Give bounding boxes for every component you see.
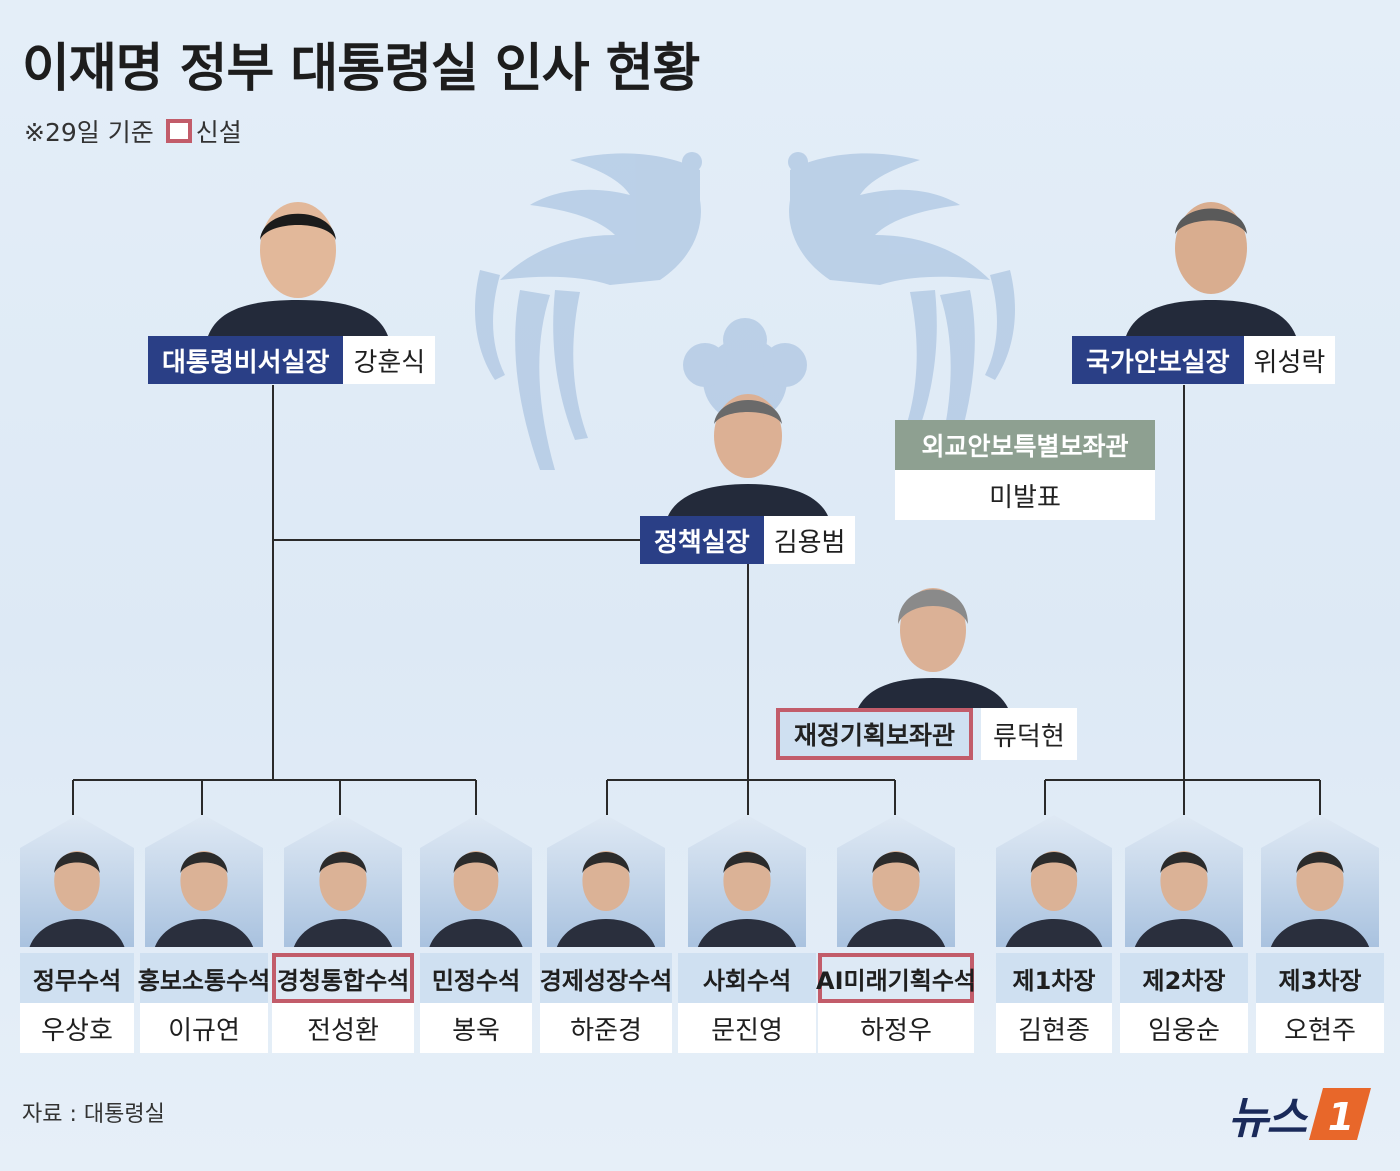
secretary-title: 제3차장	[1256, 953, 1384, 1003]
national-security-portrait	[1126, 202, 1296, 336]
subtitle: ※29일 기준 신설	[24, 113, 242, 149]
policy-chief-title: 정책실장	[640, 516, 764, 564]
secretary-card: AI미래기획수석 하정우	[816, 815, 976, 1053]
fiscal-advisor-portrait	[858, 588, 1008, 708]
fiscal-advisor-label: 재정기획보좌관 류덕현	[776, 708, 1077, 760]
secretary-title: 홍보소통수석	[138, 953, 270, 1003]
secretary-name: 문진영	[678, 1003, 816, 1053]
secretary-name: 김현종	[996, 1003, 1112, 1053]
secretary-name: 이규연	[140, 1003, 268, 1053]
policy-chief-name: 김용범	[763, 516, 856, 564]
secretary-name: 전성환	[272, 1003, 414, 1053]
news1-logo: 뉴스 1	[1228, 1082, 1375, 1146]
diplomacy-advisor-card: 외교안보특별보좌관 미발표	[895, 420, 1155, 520]
secretary-title: 민정수석	[420, 953, 532, 1003]
secretary-title-new: AI미래기획수석	[816, 953, 976, 1003]
secretary-portrait	[996, 815, 1112, 947]
secretary-portrait	[1261, 815, 1379, 947]
chief-of-staff-label: 대통령비서실장 강훈식	[148, 336, 436, 384]
secretary-portrait	[420, 815, 532, 947]
secretary-portrait	[20, 815, 134, 947]
date-note: ※29일 기준	[24, 118, 154, 147]
secretary-title: 제2차장	[1120, 953, 1248, 1003]
secretary-card: 경제성장수석 하준경	[540, 815, 672, 1053]
secretary-title: 정무수석	[20, 953, 134, 1003]
secretary-card: 경청통합수석 전성환	[272, 815, 414, 1053]
chief-of-staff-title: 대통령비서실장	[148, 336, 344, 384]
secretary-portrait	[1125, 815, 1243, 947]
secretary-card: 제1차장 김현종	[996, 815, 1112, 1053]
secretary-name: 오현주	[1256, 1003, 1384, 1053]
secretary-portrait	[688, 815, 806, 947]
chief-of-staff-portrait	[208, 202, 388, 336]
phoenix-emblem-icon	[475, 152, 1015, 470]
national-security-name: 위성락	[1243, 336, 1336, 384]
new-position-legend-swatch	[165, 119, 192, 143]
national-security-label: 국가안보실장 위성락	[1072, 336, 1336, 384]
secretary-name: 하준경	[540, 1003, 672, 1053]
logo-mark-text: 1	[1328, 1095, 1354, 1139]
secretary-portrait	[284, 815, 402, 947]
diplomacy-advisor-name: 미발표	[895, 470, 1155, 520]
secretary-card: 민정수석 봉욱	[420, 815, 532, 1053]
policy-chief-portrait	[668, 394, 828, 516]
policy-chief-label: 정책실장 김용범	[640, 516, 856, 564]
page-title: 이재명 정부 대통령실 인사 현황	[22, 39, 700, 99]
secretary-name: 임웅순	[1120, 1003, 1248, 1053]
secretary-title: 제1차장	[996, 953, 1112, 1003]
secretary-card: 정무수석 우상호	[20, 815, 134, 1053]
secretary-name: 하정우	[818, 1003, 974, 1053]
secretary-card: 제3차장 오현주	[1256, 815, 1384, 1053]
secretary-title: 사회수석	[678, 953, 816, 1003]
secretary-portrait	[547, 815, 665, 947]
logo-mark-icon: 1	[1308, 1088, 1371, 1140]
secretary-portrait	[145, 815, 263, 947]
secretary-name: 봉욱	[420, 1003, 532, 1053]
secretary-name: 우상호	[20, 1003, 134, 1053]
secretary-portrait	[837, 815, 955, 947]
secretary-title: 경제성장수석	[540, 953, 672, 1003]
source-note: 자료 : 대통령실	[22, 1102, 165, 1127]
secretary-card: 제2차장 임웅순	[1120, 815, 1248, 1053]
fiscal-advisor-title: 재정기획보좌관	[776, 708, 974, 760]
logo-text: 뉴스	[1228, 1093, 1307, 1144]
national-security-title: 국가안보실장	[1072, 336, 1244, 384]
diplomacy-advisor-title: 외교안보특별보좌관	[895, 420, 1155, 470]
secretary-card: 사회수석 문진영	[678, 815, 816, 1053]
chief-of-staff-name: 강훈식	[343, 336, 436, 384]
fiscal-advisor-name: 류덕현	[981, 708, 1077, 760]
secretary-title-new: 경청통합수석	[272, 953, 414, 1003]
new-position-legend-label: 신설	[195, 118, 242, 147]
secretary-card: 홍보소통수석 이규연	[138, 815, 270, 1053]
